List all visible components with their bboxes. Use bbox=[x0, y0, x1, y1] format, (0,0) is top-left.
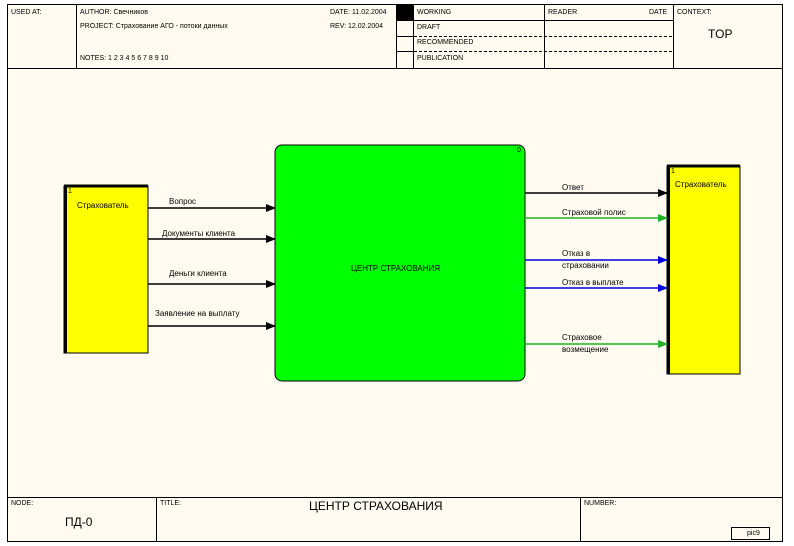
author-text: AUTHOR: Свечников bbox=[80, 9, 148, 16]
project-text: PROJECT: Страхование АГО - потоки данных bbox=[80, 23, 228, 30]
center-box-label: ЦЕНТР СТРАХОВАНИЯ bbox=[351, 264, 441, 273]
context-value: TOP bbox=[708, 27, 733, 41]
node-value: ПД-0 bbox=[65, 515, 93, 529]
label-compensation-2: возмещение bbox=[562, 345, 609, 354]
label-payout-claim: Заявление на выплату bbox=[155, 309, 240, 318]
reader-date-label: DATE bbox=[649, 9, 668, 16]
label-payout-refusal: Отказ в выплате bbox=[562, 278, 624, 287]
reader-label: READER bbox=[548, 9, 578, 16]
notes-text: NOTES: 1 2 3 4 5 6 7 8 9 10 bbox=[80, 55, 169, 62]
label-client-docs: Документы клиента bbox=[162, 229, 236, 238]
context-label: CONTEXT: bbox=[677, 9, 712, 16]
label-insurance-refusal-1: Отказ в bbox=[562, 249, 591, 258]
date-text: DATE: 11.02.2004 bbox=[330, 9, 387, 16]
status-draft: DRAFT bbox=[417, 24, 441, 31]
right-box-label: Страхователь bbox=[675, 180, 727, 189]
working-marker bbox=[397, 5, 413, 20]
left-entity-box bbox=[63, 184, 149, 354]
label-policy: Страховой полис bbox=[562, 208, 626, 217]
page-number-box bbox=[731, 527, 770, 540]
left-box-number: 1 bbox=[68, 188, 72, 195]
page-number: pic9 bbox=[747, 530, 760, 537]
used-at-label: USED AT: bbox=[11, 9, 42, 16]
status-working: WORKING bbox=[417, 9, 452, 16]
title-label: TITLE: bbox=[160, 500, 182, 507]
left-box-label: Страхователь bbox=[77, 201, 129, 210]
status-publication: PUBLICATION bbox=[417, 55, 464, 62]
label-answer: Ответ bbox=[562, 183, 584, 192]
rev-text: REV: 12.02.2004 bbox=[330, 23, 384, 30]
status-recommended: RECOMMENDED bbox=[417, 39, 474, 46]
label-client-money: Деньги клиента bbox=[169, 269, 227, 278]
label-insurance-refusal-2: страховании bbox=[562, 261, 609, 270]
label-compensation-1: Страховое bbox=[562, 333, 602, 342]
node-label: NODE: bbox=[11, 500, 34, 507]
label-question: Вопрос bbox=[169, 197, 197, 206]
right-entity-box bbox=[666, 164, 741, 375]
number-label: NUMBER: bbox=[584, 500, 617, 507]
center-process-box bbox=[274, 144, 526, 382]
center-box-number: 0 bbox=[517, 147, 521, 154]
title-value: ЦЕНТР СТРАХОВАНИЯ bbox=[309, 499, 443, 513]
right-box-number: 1 bbox=[671, 168, 675, 175]
